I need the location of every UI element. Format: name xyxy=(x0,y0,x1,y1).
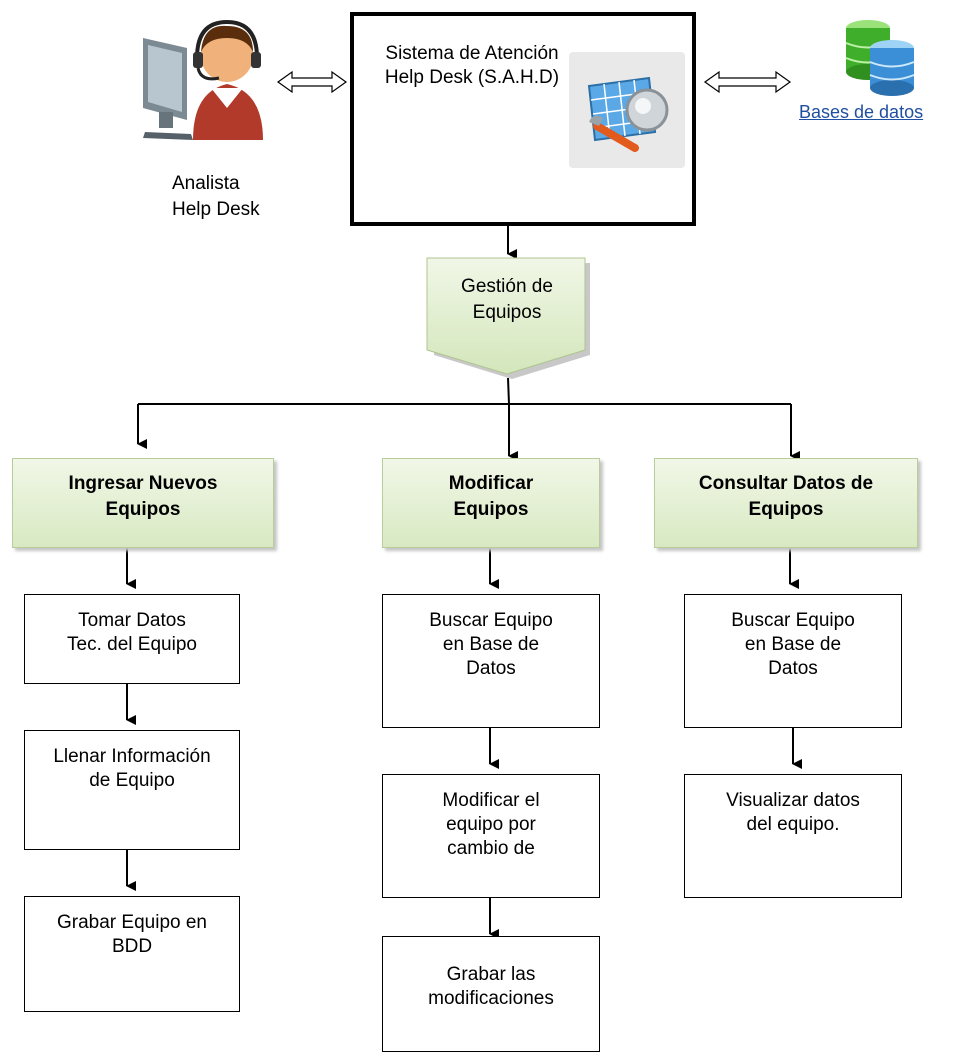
analyst-label: Analista Help Desk xyxy=(172,173,260,220)
line-gestion-down xyxy=(507,377,510,405)
database-link[interactable]: Bases de datos xyxy=(799,102,924,122)
gestion-label: Gestión de Equipos xyxy=(461,276,553,323)
system-label: Sistema de Atención Help Desk (S.A.H.D) xyxy=(384,43,560,88)
analyst-icon xyxy=(135,12,267,140)
double-arrow-right xyxy=(703,70,792,94)
settings-tool-icon xyxy=(569,52,685,168)
header-modificar: Modificar Equipos xyxy=(382,458,600,548)
header-consultar: Consultar Datos de Equipos xyxy=(654,458,918,548)
system-box: Sistema de Atención Help Desk (S.A.H.D) xyxy=(350,12,696,226)
step-modificar-equipo: Modificar el equipo por cambio de xyxy=(382,774,600,898)
step-buscar-equipo-modificar: Buscar Equipo en Base de Datos xyxy=(382,594,600,728)
header-ingresar: Ingresar Nuevos Equipos xyxy=(12,458,274,548)
step-visualizar-datos: Visualizar datos del equipo. xyxy=(684,774,902,898)
step-llenar-informacion: Llenar Información de Equipo xyxy=(24,730,240,850)
step-grabar-modificaciones: Grabar las modificaciones xyxy=(382,936,600,1052)
step-buscar-equipo-consultar: Buscar Equipo en Base de Datos xyxy=(684,594,902,728)
step-grabar-equipo: Grabar Equipo en BDD xyxy=(24,896,240,1012)
double-arrow-left xyxy=(276,70,348,94)
step-tomar-datos: Tomar Datos Tec. del Equipo xyxy=(24,594,240,684)
database-icon xyxy=(842,14,916,96)
gestion-banner: Gestión de Equipos xyxy=(425,256,595,380)
